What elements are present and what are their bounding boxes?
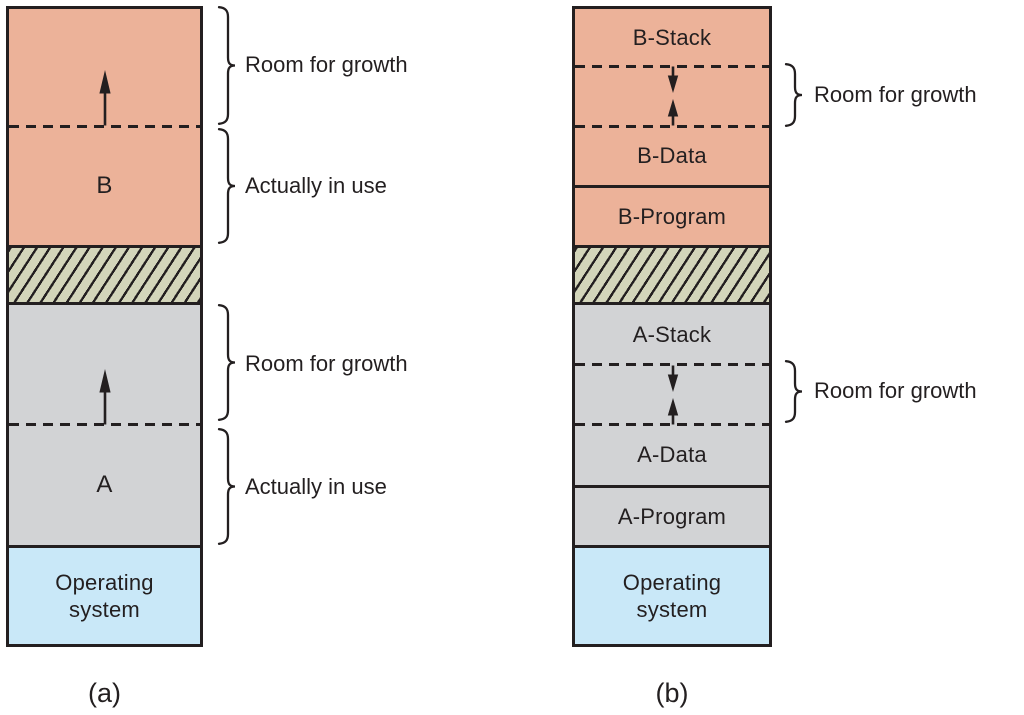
growth-arrow-down-icon <box>667 365 679 392</box>
caption-b: (b) <box>655 678 689 708</box>
growth-arrow-up-icon <box>99 369 111 425</box>
memory-column-a: B A Operating system <box>6 6 203 647</box>
operating-system-label: Operating system <box>55 570 154 622</box>
annotation-a-room-for-growth: Room for growth <box>245 351 408 376</box>
brace <box>217 6 236 125</box>
b-data-label: B-Data <box>637 142 707 168</box>
process-a-region: A <box>9 305 200 545</box>
process-b-region: B-Stack B-Data B-Program <box>575 9 769 245</box>
annotation-a-actually-in-use: Actually in use <box>245 474 387 499</box>
brace <box>217 428 236 545</box>
b-data-program-divider <box>575 185 769 188</box>
b-stack-segment: B-Stack <box>575 9 769 66</box>
a-program-label: A-Program <box>617 503 727 529</box>
a-data-label: A-Data <box>637 442 707 467</box>
operating-system-region: Operating system <box>9 545 200 644</box>
process-b-region: B <box>9 9 200 245</box>
operating-system-region: Operating system <box>575 545 769 644</box>
b-stack-dashed-line <box>575 65 769 68</box>
b-data-dashed-line <box>575 125 769 128</box>
process-b-label: B <box>9 126 200 245</box>
b-program-label: B-Program <box>617 203 727 229</box>
operating-system-label: Operating system <box>622 570 722 622</box>
b-growth-boundary-dashed-line <box>9 125 200 128</box>
process-a-label: A <box>9 425 200 545</box>
growth-arrow-up-icon <box>667 398 679 425</box>
b-program-segment: B-Program <box>575 188 769 245</box>
brace <box>784 63 803 127</box>
brace <box>784 360 803 423</box>
unused-memory-region <box>575 245 769 305</box>
annotation-b-room-for-growth: Room for growth <box>814 82 977 107</box>
annotation-a-room-for-growth: Room for growth <box>814 378 977 403</box>
a-stack-dashed-line <box>575 363 769 366</box>
b-data-segment: B-Data <box>575 126 769 185</box>
b-stack-label: B-Stack <box>632 24 712 50</box>
memory-column-b: B-Stack B-Data B-Program <box>572 6 772 647</box>
a-program-segment: A-Program <box>575 488 769 545</box>
process-a-label-text: A <box>96 471 113 498</box>
a-data-dashed-line <box>575 423 769 426</box>
a-data-program-divider <box>575 485 769 488</box>
a-growth-boundary-dashed-line <box>9 423 200 426</box>
caption-a: (a) <box>88 678 121 708</box>
brace <box>217 304 236 421</box>
growth-arrow-up-icon <box>99 70 111 126</box>
brace <box>217 128 236 244</box>
process-a-region: A-Stack A-Data A-Program <box>575 305 769 545</box>
unused-memory-region <box>9 245 200 305</box>
a-stack-segment: A-Stack <box>575 305 769 364</box>
a-stack-label: A-Stack <box>632 321 712 347</box>
a-data-segment: A-Data <box>575 425 769 485</box>
annotation-b-room-for-growth: Room for growth <box>245 52 408 77</box>
growth-arrow-down-icon <box>667 66 679 93</box>
process-b-label-text: B <box>96 171 113 199</box>
annotation-b-actually-in-use: Actually in use <box>245 173 387 198</box>
growth-arrow-up-icon <box>667 99 679 126</box>
